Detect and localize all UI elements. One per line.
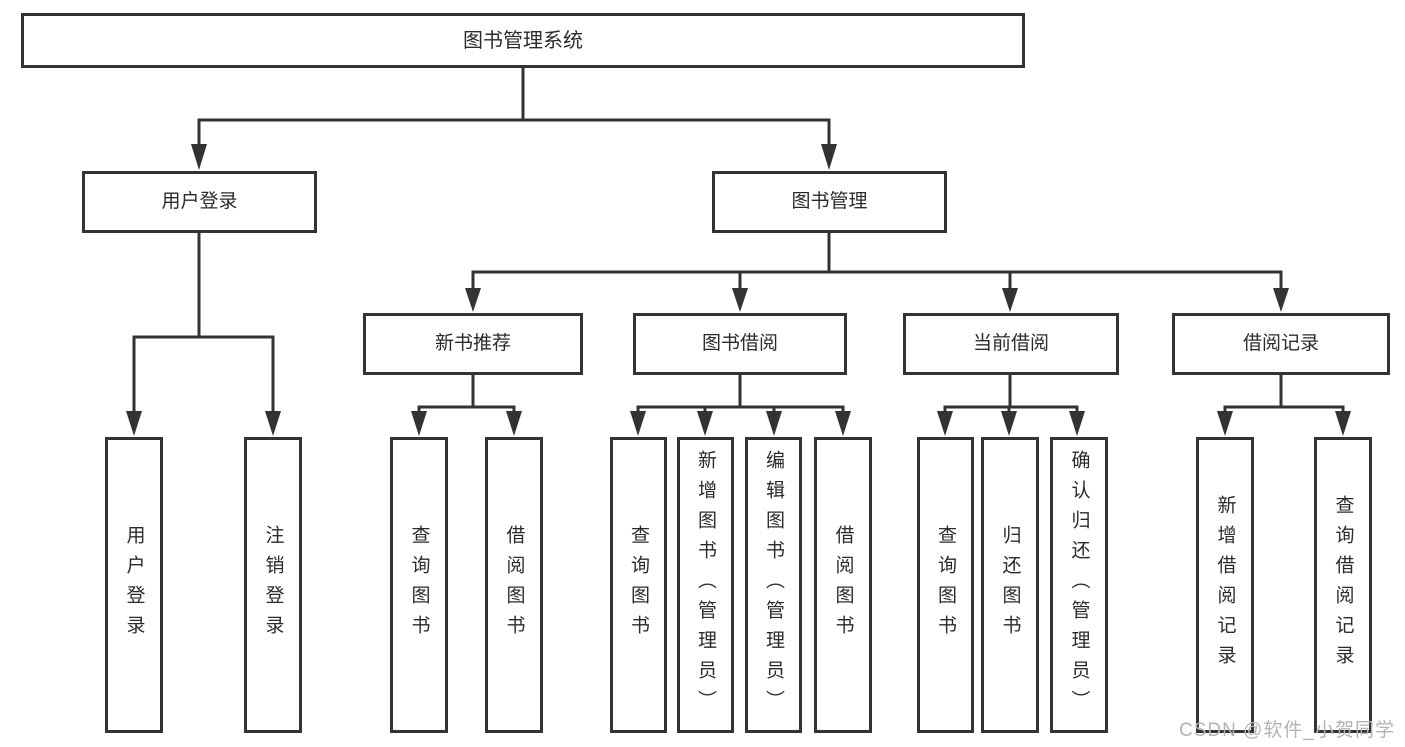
leaf-borrow-edit-books-admin-label: 编辑图书（管理员） — [763, 450, 784, 720]
arrowhead-icon — [411, 411, 427, 436]
node-book-borrow: 图书借阅 — [633, 313, 847, 375]
arrowhead-icon — [821, 144, 837, 170]
node-root: 图书管理系统 — [21, 13, 1025, 68]
csdn-watermark: CSDN @软件_小贺同学 — [1179, 720, 1395, 741]
connector-root-to-level2 — [191, 66, 837, 170]
node-new-book-recommend-label: 新书推荐 — [434, 332, 511, 354]
leaf-borrow-edit-books-admin: 编辑图书（管理员） — [745, 437, 802, 733]
connector-current-borrow — [937, 373, 1085, 436]
leaf-records-query-record-label: 查询借阅记录 — [1332, 495, 1354, 675]
node-book-management: 图书管理 — [712, 171, 947, 233]
leaf-user-login: 用户登录 — [105, 437, 163, 733]
arrowhead-icon — [1002, 288, 1018, 312]
leaf-current-return-books: 归还图书 — [981, 437, 1039, 733]
leaf-borrow-query-books-label: 查询图书 — [628, 525, 649, 645]
connector-book-management-to-level3 — [465, 231, 1289, 312]
node-borrow-records: 借阅记录 — [1172, 313, 1390, 375]
leaf-current-confirm-return-admin: 确认归还（管理员） — [1050, 437, 1108, 733]
connector-book-borrow — [630, 373, 851, 436]
leaf-records-add-record: 新增借阅记录 — [1196, 437, 1254, 733]
leaf-records-add-record-label: 新增借阅记录 — [1214, 495, 1236, 675]
leaf-logout-label: 注销登录 — [262, 525, 284, 645]
arrowhead-icon — [126, 411, 142, 436]
leaf-current-confirm-return-admin-label: 确认归还（管理员） — [1068, 450, 1090, 720]
leaf-logout: 注销登录 — [244, 437, 302, 733]
node-book-management-label: 图书管理 — [791, 190, 868, 212]
node-borrow-records-label: 借阅记录 — [1242, 332, 1319, 354]
leaf-records-query-record: 查询借阅记录 — [1314, 437, 1372, 733]
node-new-book-recommend: 新书推荐 — [363, 313, 583, 375]
connector-borrow-records — [1217, 373, 1351, 436]
arrowhead-icon — [1273, 288, 1289, 312]
connector-new-book-recommend — [411, 373, 522, 436]
arrowhead-icon — [1001, 411, 1017, 436]
arrowhead-icon — [697, 411, 713, 436]
leaf-recommend-borrow-books: 借阅图书 — [485, 437, 543, 733]
arrowhead-icon — [465, 288, 481, 312]
node-root-label: 图书管理系统 — [463, 29, 583, 52]
leaf-borrow-query-books: 查询图书 — [610, 437, 667, 733]
arrowhead-icon — [766, 411, 782, 436]
leaf-borrow-borrow-books: 借阅图书 — [814, 437, 872, 733]
arrowhead-icon — [265, 411, 281, 436]
arrowhead-icon — [191, 144, 207, 170]
arrowhead-icon — [630, 411, 646, 436]
leaf-recommend-borrow-books-label: 借阅图书 — [503, 525, 525, 645]
arrowhead-icon — [1217, 411, 1233, 436]
arrowhead-icon — [732, 288, 748, 312]
leaf-user-login-label: 用户登录 — [123, 525, 145, 645]
leaf-current-return-books-label: 归还图书 — [999, 525, 1021, 645]
leaf-recommend-query-books: 查询图书 — [390, 437, 448, 733]
node-current-borrow-label: 当前借阅 — [972, 332, 1049, 354]
connector-user-login-branch — [126, 231, 281, 436]
leaf-recommend-query-books-label: 查询图书 — [408, 525, 430, 645]
arrowhead-icon — [1069, 411, 1085, 436]
arrowhead-icon — [1335, 411, 1351, 436]
leaf-current-query-books-label: 查询图书 — [935, 525, 956, 645]
leaf-borrow-add-books-admin-label: 新增图书（管理员） — [695, 450, 716, 720]
leaf-borrow-add-books-admin: 新增图书（管理员） — [677, 437, 734, 733]
arrowhead-icon — [506, 411, 522, 436]
node-user-login-branch: 用户登录 — [82, 171, 317, 233]
arrowhead-icon — [937, 411, 953, 436]
node-current-borrow: 当前借阅 — [903, 313, 1119, 375]
leaf-current-query-books: 查询图书 — [917, 437, 974, 733]
leaf-borrow-borrow-books-label: 借阅图书 — [832, 525, 854, 645]
arrowhead-icon — [835, 411, 851, 436]
node-book-borrow-label: 图书借阅 — [701, 332, 778, 354]
node-user-login-branch-label: 用户登录 — [161, 190, 238, 212]
